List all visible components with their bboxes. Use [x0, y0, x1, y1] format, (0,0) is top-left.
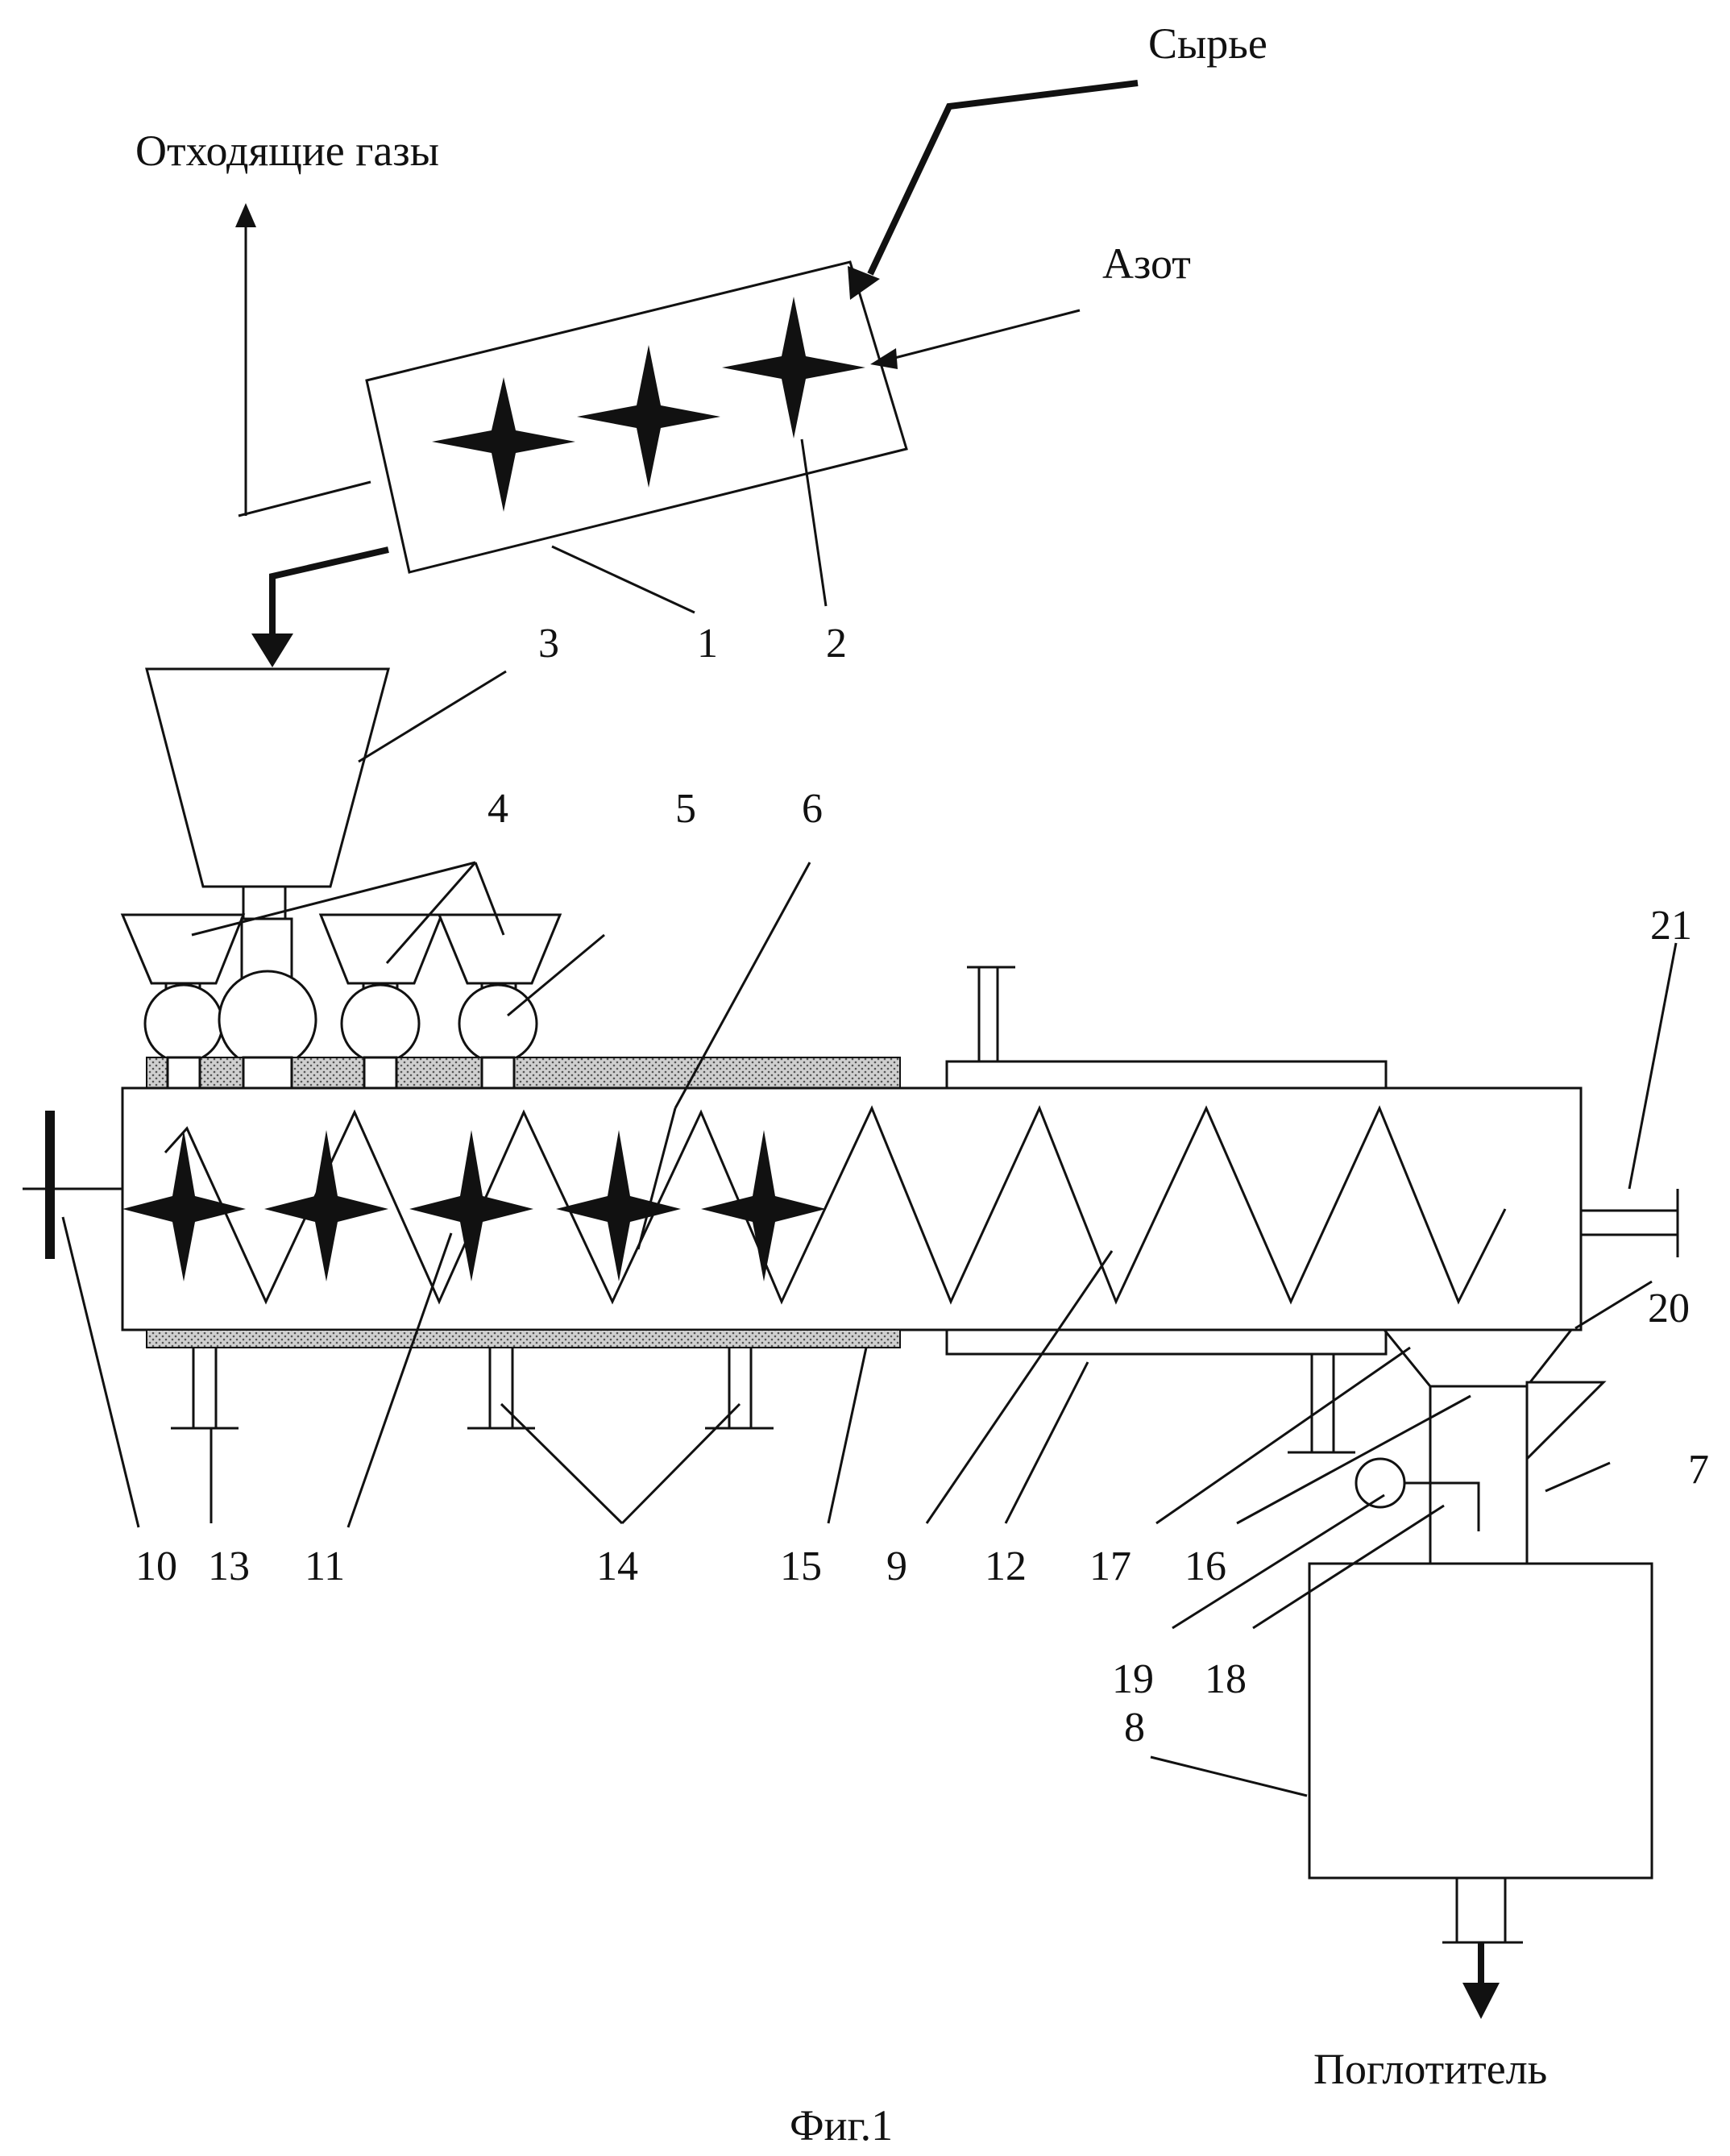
num-21: 21 [1650, 903, 1692, 949]
num-11: 11 [305, 1543, 345, 1589]
exhaust-line [235, 203, 371, 516]
num-17: 17 [1089, 1543, 1131, 1589]
num-12: 12 [985, 1543, 1027, 1589]
label-nitrogen: Азот [1102, 239, 1191, 288]
absorbent-receiver [1309, 1564, 1652, 2019]
main-hopper [147, 669, 388, 919]
num-16: 16 [1184, 1543, 1226, 1589]
num-9: 9 [886, 1543, 907, 1589]
nitrogen-line [870, 310, 1080, 369]
pre-dryer-drum [367, 262, 906, 572]
top-cover-plate [947, 967, 1386, 1088]
top-heater-band [147, 1057, 900, 1088]
bottom-jacket [947, 1330, 1386, 1354]
num-1: 1 [697, 621, 718, 667]
num-18: 18 [1205, 1656, 1247, 1702]
num-20: 20 [1648, 1286, 1690, 1331]
num-3: 3 [538, 621, 559, 667]
num-5: 5 [675, 786, 696, 832]
num-14: 14 [596, 1543, 638, 1589]
raw-feed-line [848, 83, 1138, 300]
label-raw: Сырье [1148, 19, 1267, 68]
num-6: 6 [802, 786, 823, 832]
num-10: 10 [135, 1543, 177, 1589]
shaft-drive [23, 1111, 122, 1259]
num-19: 19 [1112, 1656, 1154, 1702]
num-4: 4 [487, 786, 508, 832]
label-exhaust: Отходящие газы [135, 127, 439, 175]
num-13: 13 [208, 1543, 250, 1589]
label-absorbent: Поглотитель [1313, 2045, 1547, 2093]
num-15: 15 [780, 1543, 822, 1589]
drum-discharge-line [251, 550, 388, 667]
dosing-rollers [145, 971, 537, 1068]
num-2: 2 [826, 621, 847, 667]
num-7: 7 [1688, 1447, 1709, 1493]
gas-nozzle-valve [1356, 1459, 1479, 1531]
discharge-funnel [1384, 1330, 1603, 1564]
figure-caption: Фиг.1 [790, 2101, 893, 2150]
bottom-heater-band [147, 1330, 900, 1348]
support-legs [171, 1348, 1355, 1452]
num-8: 8 [1124, 1705, 1145, 1751]
end-outlet-pipe [1581, 1189, 1678, 1257]
